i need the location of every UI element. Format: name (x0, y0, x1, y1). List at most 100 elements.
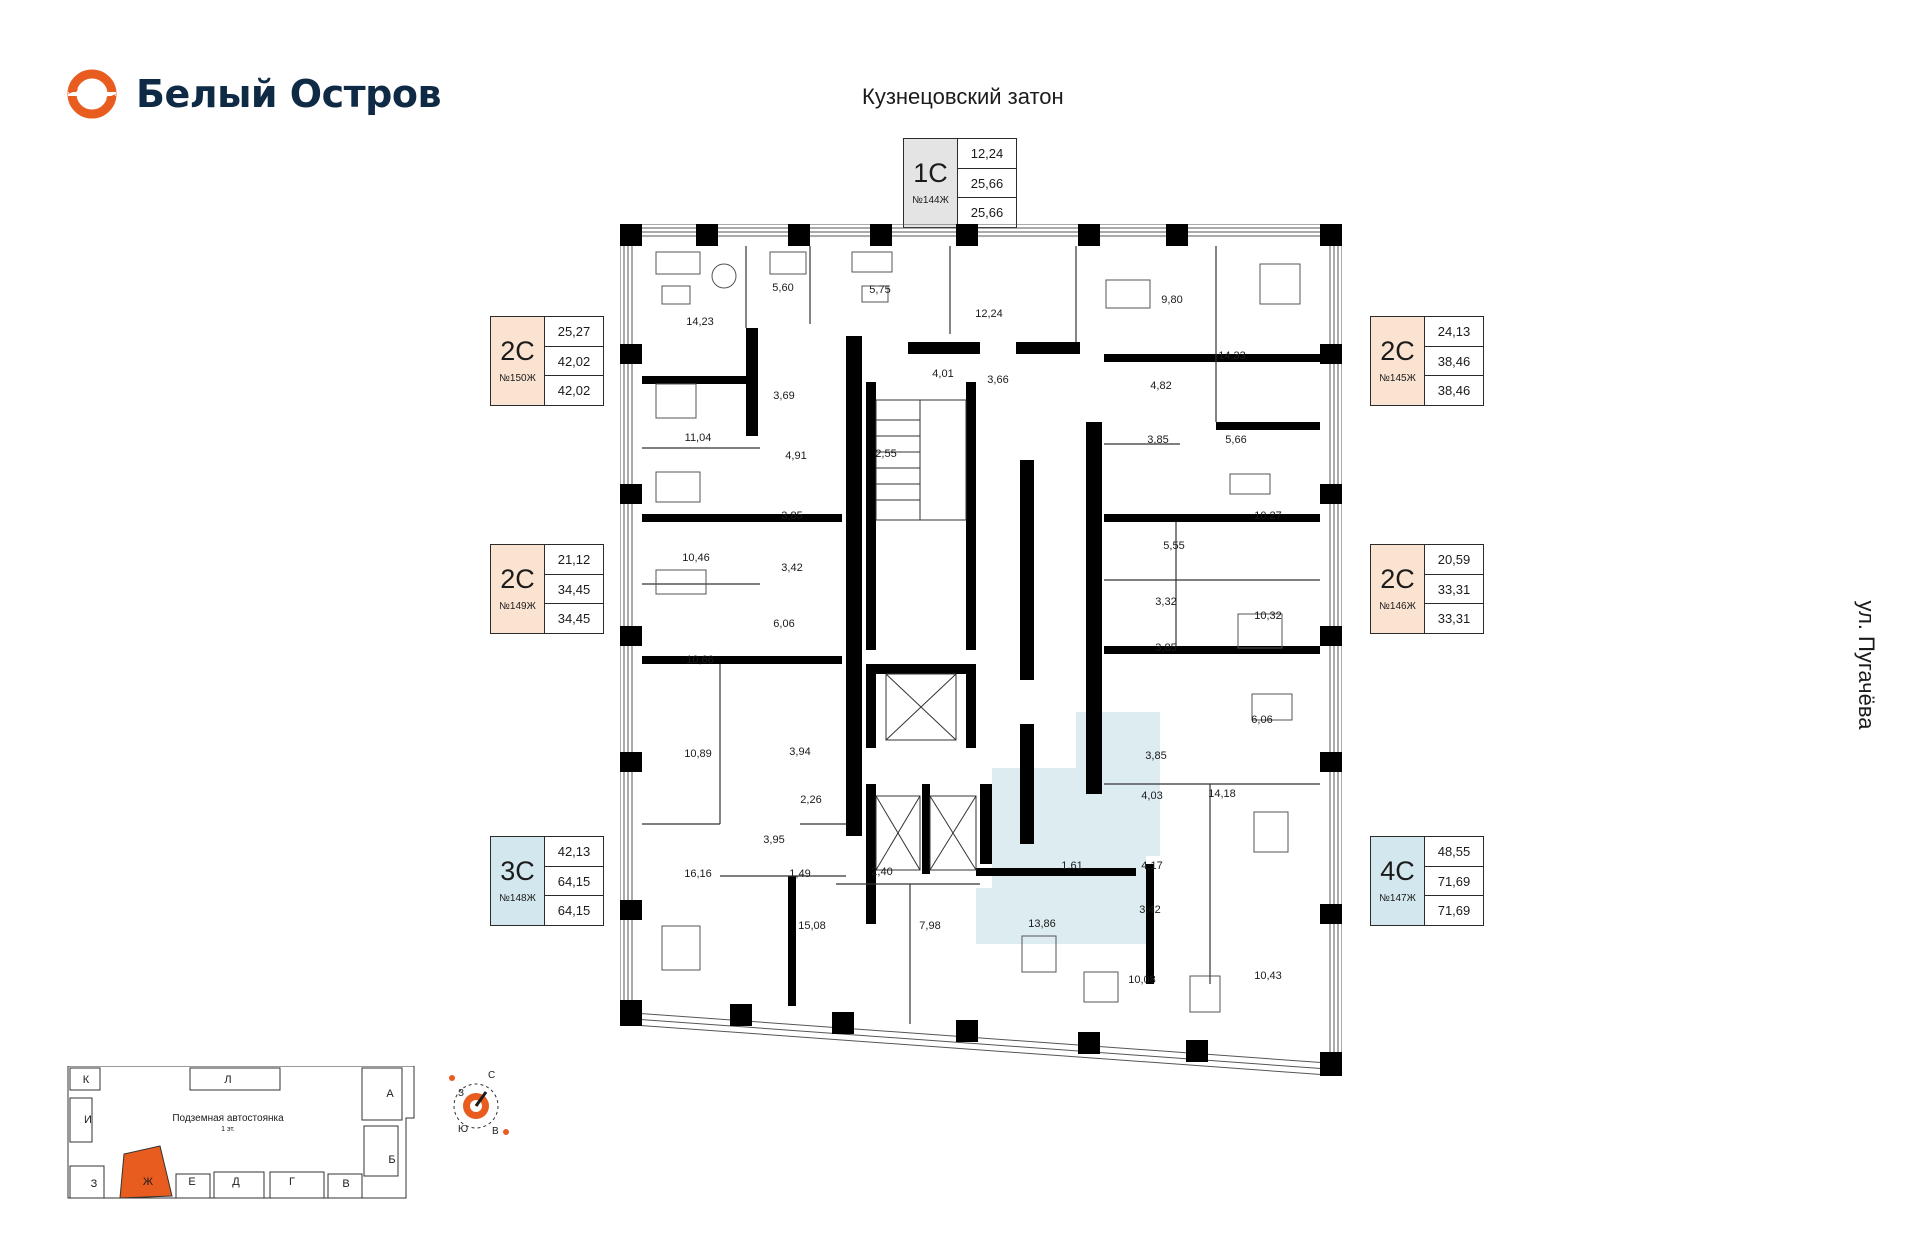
compass-east: В (492, 1126, 499, 1137)
room-area: 2,26 (800, 794, 822, 806)
room-area: 3,42 (781, 562, 803, 574)
minimap-parking-label: Подземная автостоянка 1 эт. (172, 1112, 283, 1134)
card-type: 2С (500, 336, 535, 366)
room-area: 5,66 (1225, 434, 1247, 446)
room-area: 14,23 (686, 316, 714, 328)
room-area: 3,85 (781, 510, 803, 522)
minimap-section-k[interactable]: К (82, 1074, 90, 1086)
minimap-section-a[interactable]: А (386, 1088, 394, 1100)
card-type: 3С (500, 856, 535, 886)
room-area: 12,24 (975, 308, 1003, 320)
room-area: 10,89 (684, 748, 712, 760)
card-type: 2С (1380, 336, 1415, 366)
room-area: 1,49 (789, 868, 811, 880)
card-total-area: 64,15 (545, 867, 603, 897)
room-area: 3,32 (1155, 596, 1177, 608)
room-area: 14,18 (1208, 788, 1236, 800)
card-number: №146Ж (1379, 601, 1416, 612)
floor-plan: 14,23 5,60 5,75 12,24 9,80 14,33 4,01 3,… (619, 223, 1343, 1077)
minimap-outline (67, 1065, 415, 1199)
minimap-section-i[interactable]: И (84, 1114, 92, 1126)
street-right-text: ул. Пугачёва (1854, 600, 1879, 730)
minimap-parking-title: Подземная автостоянка (172, 1113, 284, 1124)
card-number: №147Ж (1379, 893, 1416, 904)
street-top-label: Кузнецовский затон (862, 84, 1064, 109)
card-number: №145Ж (1379, 373, 1416, 384)
minimap-section-e[interactable]: Е (188, 1176, 196, 1188)
logo-ring-icon (67, 69, 117, 119)
minimap-section-z[interactable]: З (90, 1178, 98, 1190)
room-area: 9,80 (1161, 294, 1183, 306)
minimap-section-l[interactable]: Л (224, 1074, 232, 1086)
room-area: 7,98 (919, 920, 941, 932)
room-area: 3,42 (1139, 904, 1161, 916)
card-number: №148Ж (499, 893, 536, 904)
room-area: 11,04 (684, 432, 712, 444)
card-full-area: 42,02 (557, 383, 591, 399)
room-area: 4,01 (932, 368, 954, 380)
room-area: 3,85 (1155, 642, 1177, 654)
card-full-area: 64,15 (557, 903, 591, 919)
minimap-section-v[interactable]: В (342, 1178, 350, 1190)
card-total-area: 34,45 (545, 575, 603, 605)
room-area: 6,06 (1251, 714, 1273, 726)
card-number: №150Ж (499, 373, 536, 384)
room-area: 5,55 (1163, 540, 1185, 552)
minimap-parking-sub: 1 эт. (221, 1126, 235, 1133)
brand-name: Белый Остров (136, 72, 442, 116)
room-area: 4,91 (785, 450, 807, 462)
room-area: 4,82 (1150, 380, 1172, 392)
minimap-section-d[interactable]: Д (232, 1176, 240, 1188)
card-full-area: 33,31 (1437, 611, 1471, 627)
card-total-area: 71,69 (1425, 867, 1483, 897)
card-full-area: 38,46 (1437, 383, 1471, 399)
card-full-area: 71,69 (1437, 903, 1471, 919)
card-full-area: 34,45 (557, 611, 591, 627)
room-area: 4,17 (1141, 860, 1163, 872)
card-living-area: 12,24 (958, 139, 1016, 169)
minimap-section-g[interactable]: Г (289, 1176, 295, 1188)
room-area: 16,16 (684, 868, 712, 880)
room-area: 5,60 (772, 282, 794, 294)
minimap-section-zh[interactable]: Ж (142, 1176, 154, 1188)
room-area: 2,55 (875, 448, 897, 460)
card-type: 1С (913, 158, 948, 188)
room-area: 10,27 (1254, 510, 1282, 522)
card-living-area: 48,55 (1425, 837, 1483, 867)
minimap-section-b[interactable]: Б (388, 1154, 396, 1166)
card-total-area: 25,66 (958, 169, 1016, 199)
room-area: 10,43 (1254, 970, 1282, 982)
compass: С З Ю В (440, 1064, 520, 1144)
room-area: 3,69 (773, 390, 795, 402)
room-area: 3,66 (987, 374, 1009, 386)
card-living-area: 42,13 (545, 837, 603, 867)
card-living-area: 21,12 (545, 545, 603, 575)
card-full-area: 25,66 (970, 205, 1004, 221)
card-number: №144Ж (912, 195, 949, 206)
street-right-label: ул. Пугачёва (1854, 570, 1879, 760)
compass-icon (449, 1075, 509, 1135)
card-living-area: 25,27 (545, 317, 603, 347)
card-type: 4С (1380, 856, 1415, 886)
room-area: 10,66 (686, 654, 714, 666)
compass-west: З (458, 1088, 465, 1099)
compass-south: Ю (458, 1124, 469, 1135)
room-area: 3,85 (1145, 750, 1167, 762)
room-area: 5,75 (869, 284, 891, 296)
brand-logo: Белый Остров (64, 66, 442, 122)
card-living-area: 20,59 (1425, 545, 1483, 575)
room-area: 10,08 (1128, 974, 1156, 986)
room-area: 14,33 (1218, 350, 1246, 362)
room-area: 1,61 (1061, 860, 1083, 872)
room-area: 6,06 (773, 618, 795, 630)
compass-north: С (488, 1070, 496, 1081)
room-area: 15,08 (798, 920, 826, 932)
room-area: 3,95 (763, 834, 785, 846)
